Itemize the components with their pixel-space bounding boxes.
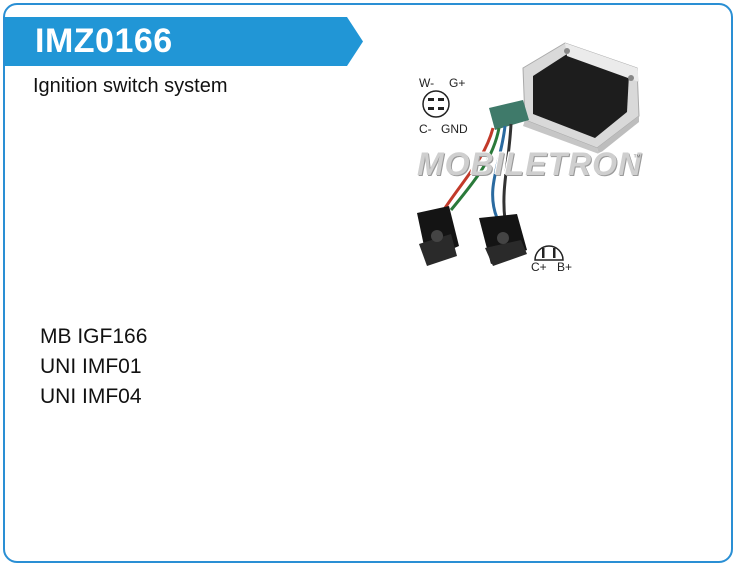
trademark-symbol: ™ (633, 153, 641, 162)
ignition-module-illustration (417, 42, 640, 266)
connector-b-label-b: B+ (557, 260, 573, 274)
product-description: Ignition switch system (33, 75, 228, 97)
connector-a-label-g: G+ (449, 76, 466, 90)
connector-a-label-gnd: GND (441, 122, 468, 136)
cross-reference-item: UNI IMF04 (40, 385, 142, 408)
cross-reference-list: MB IGF166 UNI IMF01 UNI IMF04 (40, 322, 147, 412)
cross-reference-item: UNI IMF01 (40, 355, 142, 378)
product-code: IMZ0166 (35, 22, 173, 60)
cross-reference-item: MB IGF166 (40, 325, 148, 348)
connector-a-label-c: C- (419, 122, 432, 136)
brand-watermark: MOBILETRON (417, 146, 643, 182)
product-image: W- G+ C- GND C+ B+ MOBILETRON ™ (405, 38, 655, 278)
title-banner: IMZ0166 (5, 17, 363, 66)
banner-shape (5, 17, 363, 66)
connector-b-label-c: C+ (531, 260, 547, 274)
connector-a-label-w: W- (419, 76, 435, 90)
